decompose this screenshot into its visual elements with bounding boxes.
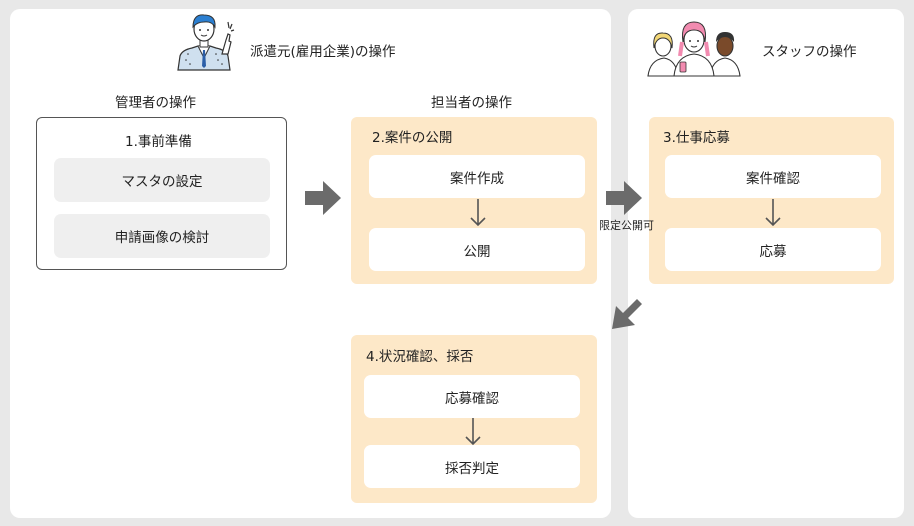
step-4-item-check-applications: 応募確認 [364, 375, 580, 418]
company-header: 派遣元(雇用企業)の操作 [250, 44, 396, 60]
step-1-item-master-settings: マスタの設定 [54, 158, 270, 202]
step-2-item-create-project: 案件作成 [369, 155, 585, 198]
businessman-pointing-icon [177, 14, 235, 71]
arrow-right-icon [606, 181, 642, 215]
step-3-item-check-project: 案件確認 [665, 155, 881, 198]
arrow-down-icon [470, 199, 486, 227]
step-3-item-apply: 応募 [665, 228, 881, 271]
arrow-right-icon [305, 181, 341, 215]
step-1-title: 1.事前準備 [125, 134, 192, 150]
step-2-item-publish: 公開 [369, 228, 585, 271]
admin-label: 管理者の操作 [115, 95, 196, 111]
staff-group-icon [647, 21, 741, 77]
step-4-title: 4.状況確認、採否 [366, 349, 474, 365]
staff-header: スタッフの操作 [762, 44, 857, 60]
limited-publication-label: 限定公開可 [599, 219, 654, 232]
step-1-item-application-image-review: 申請画像の検討 [54, 214, 270, 258]
step-4-item-decision: 採否判定 [364, 445, 580, 488]
arrow-down-icon [765, 199, 781, 227]
arrow-down-left-icon [612, 299, 642, 329]
staff-in-charge-label: 担当者の操作 [431, 95, 512, 111]
step-3-title: 3.仕事応募 [663, 130, 730, 146]
arrow-down-icon [465, 418, 481, 446]
step-2-title: 2.案件の公開 [372, 130, 453, 146]
